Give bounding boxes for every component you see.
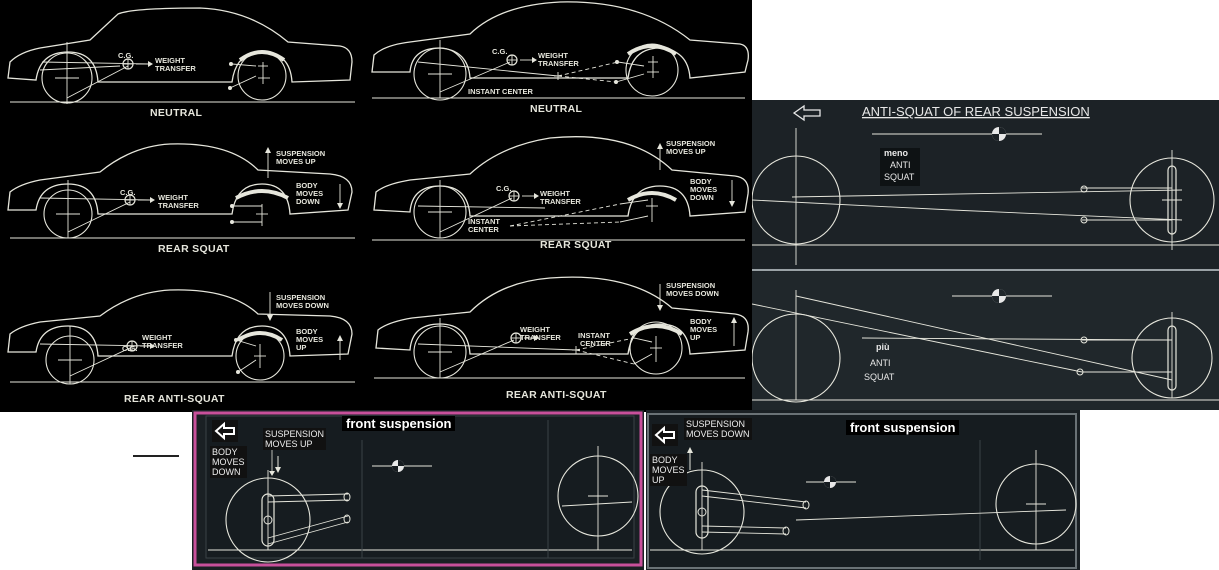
front-suspension-left-panel: SUSPENSION MOVES UP BODY MOVES DOWN fron… — [192, 410, 644, 570]
transfer-label: TRANSFER — [158, 201, 199, 210]
back-arrow-button[interactable] — [652, 424, 678, 446]
instant-center-label: INSTANT CENTER — [468, 87, 533, 96]
anti-label: ANTI — [890, 160, 911, 170]
center-label: CENTER — [468, 225, 499, 234]
squat-label: SQUAT — [864, 372, 895, 382]
squat-label: SQUAT — [884, 172, 915, 182]
cg-label: C.G. — [122, 344, 137, 353]
weight-label: WEIGHT — [540, 189, 570, 198]
anti-squat-svg: ANTI-SQUAT OF REAR SUSPENSION meno ANTI … — [752, 100, 1219, 410]
suspension-moves-up-label: SUSPENSION MOVES UP — [263, 428, 327, 450]
back-arrow-icon — [792, 104, 821, 122]
anti-squat-panel: ANTI-SQUAT OF REAR SUSPENSION meno ANTI … — [752, 100, 1219, 410]
center-label: CENTER — [580, 339, 611, 348]
transfer-label: TRANSFER — [520, 333, 561, 342]
body-direction-label: UP — [690, 333, 700, 342]
weight-label: WEIGHT — [142, 333, 172, 342]
diagram-neutral-right: C.G. WEIGHT TRANSFER INSTANT CENTER NEUT… — [371, 1, 749, 115]
caption-rear-squat-right: REAR SQUAT — [540, 239, 612, 251]
front-suspension-right-panel: SUSPENSION MOVES DOWN BODY MOVES UP fron… — [646, 410, 1080, 570]
cg-label: C.G. — [496, 184, 511, 193]
caption-rear-squat-left: REAR SQUAT — [158, 243, 230, 255]
suspension-moves-label: MOVES DOWN — [666, 289, 719, 298]
car-diagram-grid-svg: C.G. WEIGHT TRANSFER NEUTRAL C.G. WEIGHT… — [7, 1, 749, 405]
caption-neutral-left: NEUTRAL — [150, 107, 203, 119]
diagram-rear-squat-left: C.G. WEIGHT TRANSFER SUSPENSION MOVES UP… — [7, 143, 355, 255]
body-label: BODY — [296, 181, 318, 190]
back-arrow-button[interactable] — [212, 420, 238, 442]
body-label: BODY — [690, 177, 712, 186]
body-moves-label: MOVES — [296, 189, 323, 198]
weight-label: WEIGHT — [158, 193, 188, 202]
car-diagram-grid: C.G. WEIGHT TRANSFER NEUTRAL C.G. WEIGHT… — [0, 0, 752, 412]
weight-label: WEIGHT — [155, 56, 185, 65]
cg-label: C.G. — [492, 47, 507, 56]
diagram-neutral-left: C.G. WEIGHT TRANSFER NEUTRAL — [7, 7, 355, 119]
suspension-moves-label: MOVES DOWN — [276, 301, 329, 310]
suspension-label: SUSPENSION — [276, 149, 325, 158]
back-arrow-icon — [654, 425, 675, 445]
body-moves-down-label: BODY MOVES DOWN — [210, 446, 247, 478]
transfer-label: TRANSFER — [142, 341, 183, 350]
piu-label: più — [876, 342, 890, 352]
cg-label: C.G. — [118, 51, 133, 60]
suspension-moves-label: MOVES UP — [276, 157, 316, 166]
body-moves-label: MOVES — [690, 185, 717, 194]
anti-label: ANTI — [870, 358, 891, 368]
suspension-moves-down-label: SUSPENSION MOVES DOWN — [684, 418, 752, 440]
suspension-label: SUSPENSION — [666, 139, 715, 148]
body-label: BODY — [690, 317, 712, 326]
caption-neutral-right: NEUTRAL — [530, 103, 583, 115]
instant-label: INSTANT — [468, 217, 500, 226]
transfer-label: TRANSFER — [540, 197, 581, 206]
diagram-anti-squat-right: WEIGHT TRANSFER INSTANT CENTER SUSPENSIO… — [374, 276, 749, 401]
front-right-svg — [646, 410, 1080, 570]
body-label: BODY — [296, 327, 318, 336]
transfer-label: TRANSFER — [538, 59, 579, 68]
front-suspension-title: front suspension — [342, 416, 456, 431]
blank-area — [1082, 410, 1219, 570]
diagram-rear-squat-right: C.G. WEIGHT TRANSFER INSTANT CENTER SUSP… — [372, 136, 749, 251]
caption-anti-squat-left: REAR ANTI-SQUAT — [124, 393, 225, 405]
body-moves-up-label: BODY MOVES UP — [650, 454, 687, 486]
suspension-label: SUSPENSION — [666, 281, 715, 290]
body-moves-label: MOVES — [690, 325, 717, 334]
suspension-moves-label: MOVES UP — [666, 147, 706, 156]
instant-label: INSTANT — [578, 331, 610, 340]
weight-label: WEIGHT — [520, 325, 550, 334]
body-direction-label: DOWN — [296, 197, 320, 206]
body-direction-label: DOWN — [690, 193, 714, 202]
front-suspension-title: front suspension — [846, 420, 960, 435]
front-left-svg — [192, 410, 644, 570]
caption-anti-squat-right: REAR ANTI-SQUAT — [506, 389, 607, 401]
body-direction-label: UP — [296, 343, 306, 352]
suspension-label: SUSPENSION — [276, 293, 325, 302]
dash-mark — [133, 455, 179, 457]
diagram-anti-squat-left: C.G. WEIGHT TRANSFER SUSPENSION MOVES DO… — [7, 289, 355, 405]
meno-label: meno — [884, 148, 909, 158]
cg-label: C.G. — [120, 188, 135, 197]
weight-label: WEIGHT — [538, 51, 568, 60]
transfer-label: TRANSFER — [155, 64, 196, 73]
anti-squat-title: ANTI-SQUAT OF REAR SUSPENSION — [862, 104, 1090, 119]
body-moves-label: MOVES — [296, 335, 323, 344]
back-arrow-icon — [214, 421, 235, 441]
